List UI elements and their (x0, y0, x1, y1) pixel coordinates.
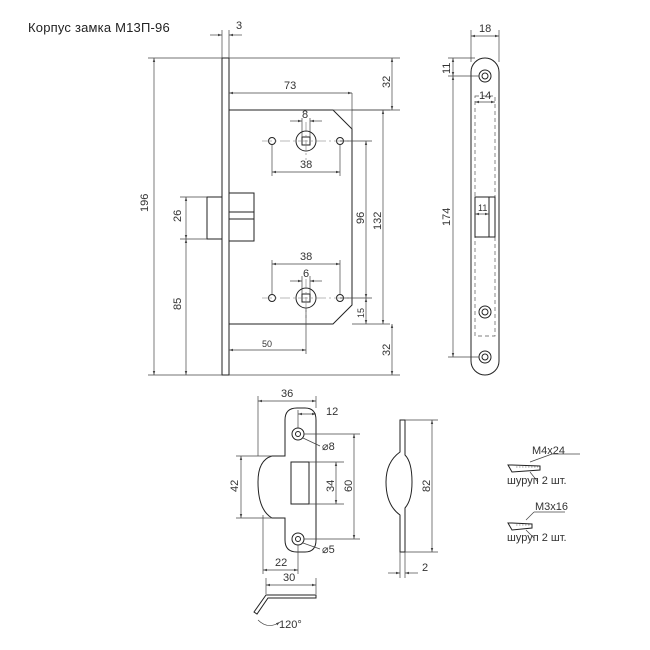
dim-latch-height: 26 (172, 210, 184, 222)
dim-faceplate-thickness: 3 (236, 20, 242, 32)
lock-case (228, 109, 353, 325)
dim-bottom-offset: 32 (381, 344, 393, 356)
faceplate-bottom-screw (478, 350, 492, 364)
dim-body-width: 73 (284, 80, 296, 92)
dim-latch-slot: 11 (478, 203, 487, 213)
dim-spindle-square-top: 8 (302, 109, 308, 121)
screw-m4-icon (507, 464, 541, 473)
dim-screw-hole-top: 11 (441, 63, 453, 74)
screw-m4-qty: шуруп 2 шт. (507, 475, 567, 487)
faceplate-body-hidden (474, 95, 496, 337)
latch-spring (228, 211, 255, 220)
dim-bottom-hole-offset: 15 (356, 308, 366, 318)
dim-top-offset: 32 (381, 76, 393, 88)
dim-strike-bottom: 22 (275, 557, 287, 569)
dim-bend-angle: 120° (279, 619, 302, 631)
screw-m4-size: М4х24 (532, 445, 565, 457)
dim-hole-spacing-top: 38 (300, 159, 312, 171)
bend-detail-view: 30 120° (253, 572, 317, 631)
faceplate-mid-screw (478, 305, 492, 319)
dim-bend-length: 30 (283, 572, 295, 584)
dim-side-height: 82 (421, 480, 433, 492)
dim-strike-height-lip: 42 (229, 480, 241, 492)
strike-side-outline (385, 419, 413, 553)
strike-plate-view: 36 12 ⌀8 42 34 60 ⌀5 22 (229, 388, 360, 574)
strike-side-view: 82 2 (385, 419, 438, 578)
strike-bottom-hole (291, 532, 305, 546)
dim-strike-slot: 34 (325, 480, 337, 492)
page-title: Корпус замка М13П-96 (28, 20, 170, 35)
screw-m3-qty: шуруп 2 шт. (507, 532, 567, 544)
screw-m4-group: М4х24 шуруп 2 шт. (507, 445, 580, 487)
dim-strike-lip: 12 (326, 406, 338, 418)
strike-outline (257, 407, 317, 553)
dim-hole-dia-big: ⌀8 (322, 441, 335, 453)
screw-m3-icon (507, 522, 533, 531)
screw-m3-size: М3х16 (535, 501, 568, 513)
dim-total-height: 196 (139, 194, 151, 212)
latch-bolt (206, 196, 223, 240)
bend-profile (253, 594, 317, 615)
dim-spindle-square-bottom: 6 (303, 268, 309, 280)
dim-hole-spacing-bottom: 38 (300, 251, 312, 263)
dim-side-thickness: 2 (422, 562, 428, 574)
dim-strike-width: 36 (281, 388, 293, 400)
dim-faceplate-inner: 14 (479, 90, 491, 102)
dim-screw-spacing-132: 132 (372, 212, 384, 230)
screw-m3-group: М3х16 шуруп 2 шт. (507, 501, 568, 544)
dim-centers-96: 96 (355, 212, 367, 224)
dim-faceplate-width: 18 (479, 23, 491, 35)
dim-faceplate-length: 174 (441, 208, 453, 226)
strike-top-hole (291, 427, 305, 441)
faceplate-view: 18 11 14 174 11 (441, 23, 500, 376)
faceplate-outline (470, 57, 500, 376)
latch-housing (228, 192, 255, 242)
dim-latch-to-bottom: 85 (172, 298, 184, 310)
dim-strike-height: 60 (343, 480, 355, 492)
lock-body-view: 3 73 32 8 38 196 26 85 (139, 20, 400, 376)
strike-slot (290, 461, 310, 505)
dim-hole-dia-small: ⌀5 (322, 544, 335, 556)
dim-backset: 50 (262, 339, 272, 349)
faceplate-top-screw (478, 69, 492, 83)
lock-faceplate (221, 57, 230, 376)
